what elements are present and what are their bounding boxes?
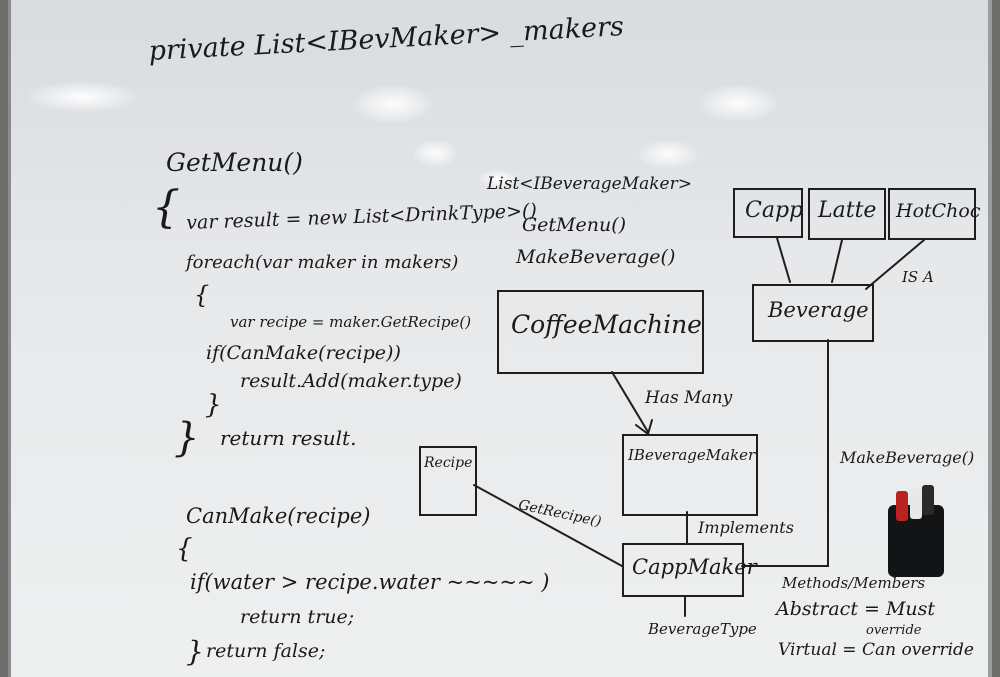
black-marker	[922, 485, 934, 515]
beverage-box: Beverage	[752, 284, 874, 342]
whiteboard-frame-right	[988, 0, 992, 677]
get-menu-open-brace: {	[152, 182, 180, 233]
connector-beverage-to-capp-maker	[741, 339, 829, 567]
connector-latte-to-beverage	[831, 239, 843, 283]
white-marker	[910, 489, 922, 519]
has-many-label: Has Many	[645, 388, 733, 408]
latte-label: Latte	[818, 198, 877, 223]
get-menu-inner-open: {	[194, 281, 210, 309]
light-reflection	[698, 85, 778, 121]
hot-choc-box: HotChoc	[888, 188, 981, 240]
can-make-line2: return true;	[240, 606, 355, 628]
connector-recipe-to-capp-maker	[473, 484, 623, 567]
get-menu-line3: var recipe = maker.GetRecipe()	[230, 313, 472, 331]
connector-coffee-machine-to-ibeverage-maker	[611, 371, 649, 433]
get-menu-line2: foreach(var maker in makers)	[186, 252, 459, 273]
ibeverage-maker-box: IBeverageMaker	[622, 434, 758, 516]
interface-note-list: List<IBeverageMaker>	[487, 174, 692, 194]
capp-label: Capp	[745, 198, 804, 223]
marker-holder	[888, 485, 944, 577]
can-make-close-brace: }	[186, 635, 204, 668]
coffee-machine-box: CoffeeMachine	[497, 290, 704, 374]
make-beverage-label: MakeBeverage()	[840, 448, 975, 467]
beverage-type-label: BeverageType	[648, 620, 757, 638]
red-marker	[896, 491, 908, 521]
implements-label: Implements	[698, 518, 794, 537]
interface-note-make-beverage: MakeBeverage()	[516, 246, 676, 268]
light-reflection	[478, 170, 518, 188]
light-reflection	[638, 140, 698, 168]
get-menu-line5: result.Add(maker.type)	[240, 370, 462, 392]
connector-hotchoc-to-beverage	[865, 239, 925, 290]
recipe-box: Recipe	[419, 446, 477, 516]
get-menu-return: return result.	[220, 426, 357, 450]
get-menu-close-brace: }	[174, 415, 200, 461]
can-make-open-brace: {	[176, 534, 193, 564]
legend-abstract-cont: override	[866, 623, 922, 638]
get-menu-line4: if(CanMake(recipe))	[206, 342, 401, 364]
capp-box: Capp	[733, 188, 803, 238]
legend-title: Methods/Members	[782, 574, 926, 592]
light-reflection	[353, 85, 433, 123]
get-menu-signature: GetMenu()	[166, 148, 303, 177]
legend-virtual: Virtual = Can override	[778, 640, 974, 660]
latte-box: Latte	[808, 188, 886, 240]
light-reflection	[413, 140, 458, 166]
get-menu-inner-close: }	[205, 390, 222, 420]
connector-capp-to-beverage	[776, 237, 791, 283]
can-make-signature: CanMake(recipe)	[186, 504, 371, 528]
whiteboard-frame-left	[8, 0, 11, 677]
can-make-line1: if(water > recipe.water ~~~~~ )	[190, 570, 550, 594]
interface-note-get-menu: GetMenu()	[522, 214, 627, 236]
ibeverage-maker-label: IBeverageMaker	[628, 446, 756, 464]
can-make-return: return false;	[206, 640, 326, 662]
legend-abstract: Abstract = Must	[776, 598, 936, 620]
whiteboard	[8, 0, 992, 677]
capp-maker-box: CappMaker	[622, 543, 757, 597]
coffee-machine-label: CoffeeMachine	[511, 310, 702, 339]
recipe-label: Recipe	[424, 455, 473, 471]
hot-choc-label: HotChoc	[896, 200, 981, 222]
light-reflection	[28, 82, 138, 112]
is-a-label: IS A	[902, 268, 934, 286]
capp-maker-label: CappMaker	[632, 555, 757, 579]
beverage-label: Beverage	[768, 298, 869, 322]
